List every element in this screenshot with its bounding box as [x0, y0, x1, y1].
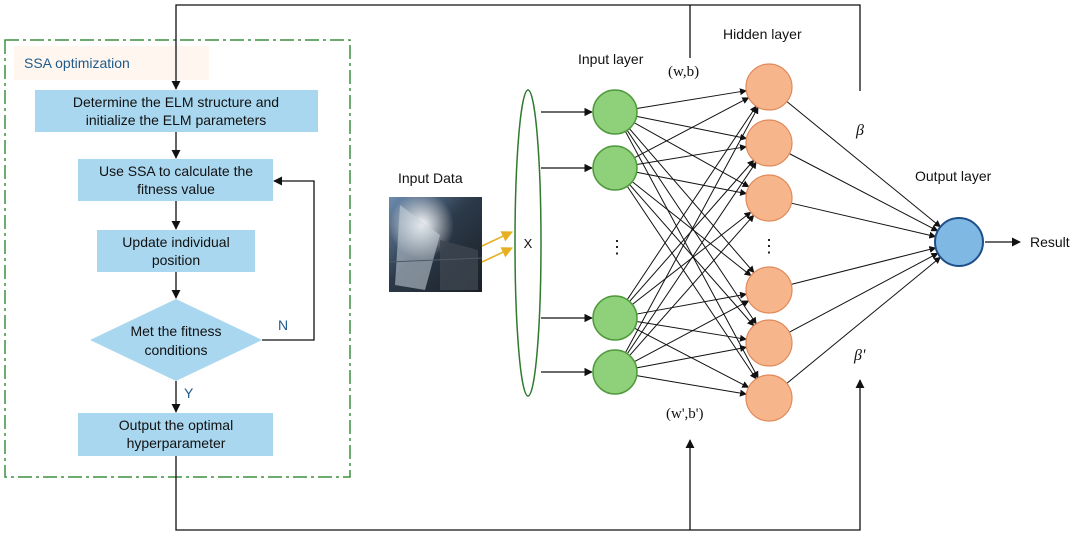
input-4-to-hidden-1 [625, 106, 759, 353]
decision-line1: Met the fitness [130, 323, 221, 339]
result-label: Result [1030, 234, 1070, 250]
beta-bottom-label: β' [853, 347, 866, 364]
yes-label: Y [184, 385, 194, 401]
input-1-to-hidden-4 [629, 128, 755, 274]
input-1-to-hidden-5 [626, 130, 757, 325]
input-ellipsis: ⋮ [608, 237, 626, 257]
yellow-arrow-1 [481, 231, 514, 247]
feedback-top-line [171, 4, 861, 91]
hidden-node-3 [745, 174, 793, 222]
input-4-to-hidden-6 [636, 375, 748, 397]
weights-top-label: (w,b) [668, 64, 699, 80]
input-node-1 [592, 89, 638, 135]
input-4-to-hidden-4 [634, 300, 750, 363]
solar-panel-image [388, 197, 483, 292]
step2-line2: fitness value [137, 181, 215, 197]
hidden-node-1 [745, 63, 793, 111]
arrow-no-loop [262, 176, 315, 341]
hyperparameter-bottom-line [175, 379, 865, 531]
step-update-position [97, 230, 255, 272]
input-1-to-hidden-1 [636, 88, 747, 109]
hidden-ellipsis: ⋮ [760, 236, 778, 256]
output-node [934, 217, 984, 267]
decision-fitness [90, 299, 262, 381]
input-3-to-hidden-4 [636, 291, 748, 315]
input-4-to-hidden-3 [629, 214, 755, 356]
network-nodes [592, 63, 984, 422]
hidden-node-2 [745, 119, 793, 167]
ssa-region-border [4, 39, 351, 478]
yellow-arrow-2 [481, 247, 514, 263]
hidden-4-to-output [791, 246, 937, 285]
weights-bottom-label: (w',b') [666, 406, 703, 422]
hidden-5-to-output [789, 252, 939, 333]
step4-line2: hyperparameter [127, 435, 226, 451]
input-4-to-hidden-2 [626, 161, 757, 355]
x-label: X [524, 236, 533, 251]
step-calculate-fitness [78, 159, 273, 201]
step-output-hyperparameter [78, 413, 273, 456]
hidden-node-4 [745, 266, 793, 314]
input-2-to-hidden-5 [629, 184, 755, 327]
step-determine-structure [35, 90, 318, 132]
hidden-node-6 [745, 374, 793, 422]
no-label: N [278, 317, 288, 333]
hidden-node-5 [745, 319, 793, 367]
decision-line2: conditions [144, 342, 207, 358]
step3-line2: position [152, 252, 200, 268]
beta-top-label: β [855, 122, 864, 139]
step1-line1: Determine the ELM structure and [73, 94, 279, 110]
hidden-layer-label: Hidden layer [723, 26, 802, 42]
input-node-2 [592, 145, 638, 191]
hidden-3-to-output [791, 202, 937, 239]
step3-line1: Update individual [122, 234, 229, 250]
step4-line1: Output the optimal [119, 417, 233, 433]
input-2-to-hidden-1 [634, 97, 750, 159]
input-layer-label: Input layer [578, 51, 644, 67]
hidden-1-to-output [786, 101, 941, 228]
input-4-to-hidden-5 [636, 344, 748, 369]
input-x-ellipse [514, 89, 542, 397]
ssa-title: SSA optimization [24, 55, 130, 71]
input-3-to-hidden-1 [626, 105, 757, 300]
input-2-to-hidden-4 [631, 181, 752, 277]
input-node-4 [592, 349, 638, 395]
output-layer-label: Output layer [915, 168, 992, 184]
input-1-to-hidden-3 [633, 122, 750, 188]
network-connections [541, 88, 941, 397]
step1-line2: initialize the ELM parameters [86, 112, 267, 128]
input-2-to-hidden-2 [636, 144, 747, 165]
step2-line1: Use SSA to calculate the [99, 163, 253, 179]
input-3-to-hidden-5 [636, 321, 747, 342]
input-2-to-hidden-6 [626, 186, 757, 380]
hidden-6-to-output [786, 256, 941, 384]
hidden-2-to-output [789, 153, 939, 232]
input-node-3 [592, 295, 638, 341]
input-data-label: Input Data [398, 170, 463, 186]
